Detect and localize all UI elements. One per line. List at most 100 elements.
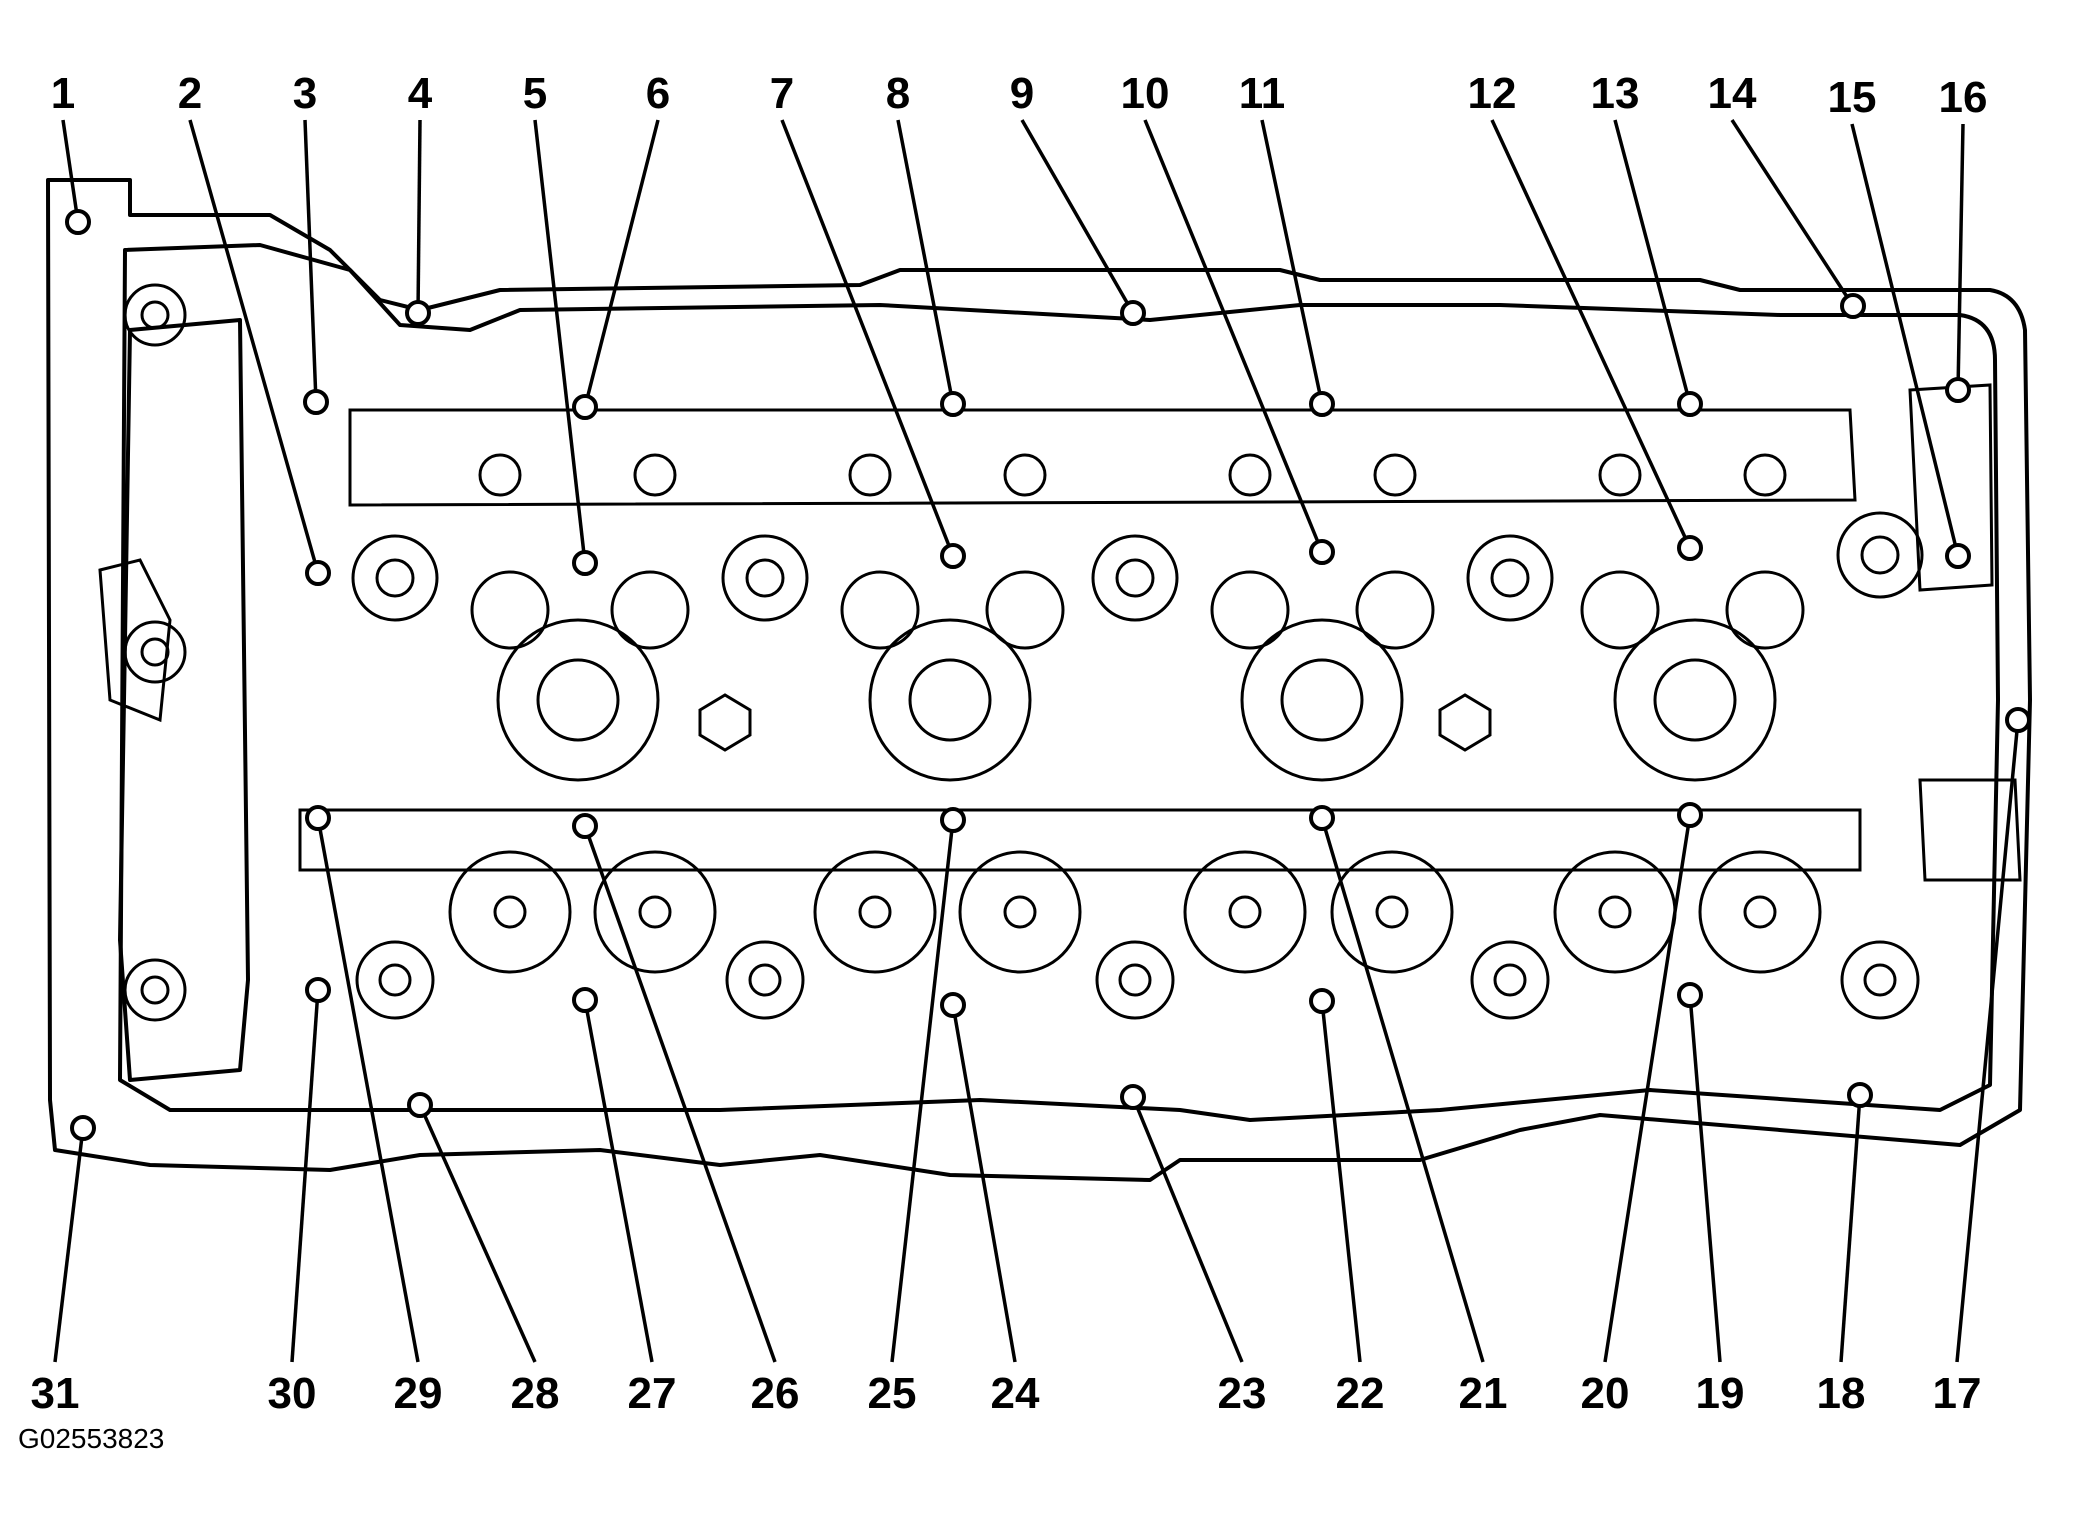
bolt-markers [65, 209, 2031, 1141]
callout-label: 13 [1591, 69, 1640, 118]
bolt-1 [65, 209, 91, 235]
leader-line-1 [61, 119, 80, 223]
bolt-10 [1309, 539, 1335, 565]
callout-label: 1 [51, 69, 75, 118]
leader-line-20 [1603, 814, 1692, 1363]
leader-line-5 [533, 119, 587, 564]
leader-line-15 [1850, 123, 1960, 557]
bolt-23 [1120, 1084, 1146, 1110]
bolt-7 [940, 543, 966, 569]
leader-line-25 [890, 819, 955, 1363]
callout-label: 5 [523, 69, 547, 118]
bolt-19 [1677, 982, 1703, 1008]
callout-label: 28 [511, 1369, 560, 1418]
callout-label: 2 [178, 69, 202, 118]
leader-line-21 [1320, 817, 1485, 1363]
callout-label: 17 [1933, 1369, 1982, 1418]
leader-line-31 [53, 1127, 85, 1363]
bolt-24 [940, 992, 966, 1018]
bolt-29 [305, 805, 331, 831]
leader-line-30 [290, 989, 320, 1363]
bolt-20 [1677, 802, 1703, 828]
leader-line-12 [1490, 119, 1692, 549]
leader-line-9 [1020, 119, 1135, 314]
callout-label: 14 [1708, 69, 1757, 118]
callout-label: 23 [1218, 1369, 1267, 1418]
leader-line-17 [1955, 719, 2020, 1363]
callout-label: 3 [293, 69, 317, 118]
leader-line-19 [1688, 994, 1722, 1363]
callout-label: 8 [886, 69, 910, 118]
callout-label: 7 [770, 69, 794, 118]
callout-label: 25 [868, 1369, 917, 1418]
leader-line-3 [303, 119, 318, 403]
leader-line-10 [1143, 119, 1324, 553]
leader-line-26 [583, 825, 777, 1363]
bolt-18 [1847, 1082, 1873, 1108]
callout-leaders [53, 119, 2020, 1363]
leader-line-7 [780, 119, 955, 557]
callout-label: 31 [31, 1369, 80, 1418]
bolt-2 [305, 560, 331, 586]
leader-line-6 [583, 119, 660, 408]
leader-line-23 [1131, 1096, 1244, 1363]
callout-label: 29 [394, 1369, 443, 1418]
bolt-16 [1945, 377, 1971, 403]
leader-line-28 [418, 1104, 537, 1363]
callout-label: 6 [646, 69, 670, 118]
bolt-27 [572, 987, 598, 1013]
callout-label: 26 [751, 1369, 800, 1418]
callout-label: 24 [991, 1369, 1040, 1418]
leader-line-27 [583, 999, 654, 1363]
callout-label: 16 [1939, 73, 1988, 122]
callout-label: 9 [1010, 69, 1034, 118]
callout-label: 4 [408, 69, 433, 118]
bolt-12 [1677, 535, 1703, 561]
leader-line-8 [896, 119, 955, 405]
bolt-21 [1309, 805, 1335, 831]
callout-label: 21 [1459, 1369, 1508, 1418]
callout-labels: 1 2 3 4 5 6 7 8 9 10 11 12 13 14 15 16 1… [31, 69, 1988, 1418]
bolt-14 [1840, 293, 1866, 319]
bolt-17 [2005, 707, 2031, 733]
callout-label: 11 [1239, 69, 1286, 118]
callout-label: 19 [1696, 1369, 1745, 1418]
leader-line-13 [1613, 119, 1692, 405]
callout-label: 22 [1336, 1369, 1385, 1418]
leader-line-22 [1320, 1000, 1362, 1363]
callout-label: 20 [1581, 1369, 1630, 1418]
callout-label: 10 [1121, 69, 1170, 118]
bolt-13 [1677, 391, 1703, 417]
callout-label: 30 [268, 1369, 317, 1418]
figure-code: G02553823 [18, 1423, 164, 1454]
bolt-15 [1945, 543, 1971, 569]
bolt-6 [572, 394, 598, 420]
leader-line-14 [1730, 119, 1855, 307]
bolt-31 [70, 1115, 96, 1141]
leader-line-2 [188, 119, 320, 574]
leader-line-4 [416, 119, 422, 314]
bolt-28 [407, 1092, 433, 1118]
bolt-3 [303, 389, 329, 415]
leader-line-18 [1839, 1094, 1862, 1363]
leader-line-29 [316, 817, 420, 1363]
callout-label: 18 [1817, 1369, 1866, 1418]
bolt-26 [572, 813, 598, 839]
bolt-4 [405, 300, 431, 326]
bolt-22 [1309, 988, 1335, 1014]
bolt-11 [1309, 391, 1335, 417]
bolt-8 [940, 391, 966, 417]
bolt-30 [305, 977, 331, 1003]
bolt-9 [1120, 300, 1146, 326]
bolt-25 [940, 807, 966, 833]
leader-line-24 [951, 1004, 1017, 1363]
bolt-5 [572, 550, 598, 576]
callout-label: 12 [1468, 69, 1517, 118]
callout-label: 15 [1828, 73, 1877, 122]
callout-label: 27 [628, 1369, 677, 1418]
leader-line-11 [1260, 119, 1324, 405]
cylinder-head-outline [46, 178, 2032, 1182]
leader-line-16 [1956, 123, 1965, 391]
